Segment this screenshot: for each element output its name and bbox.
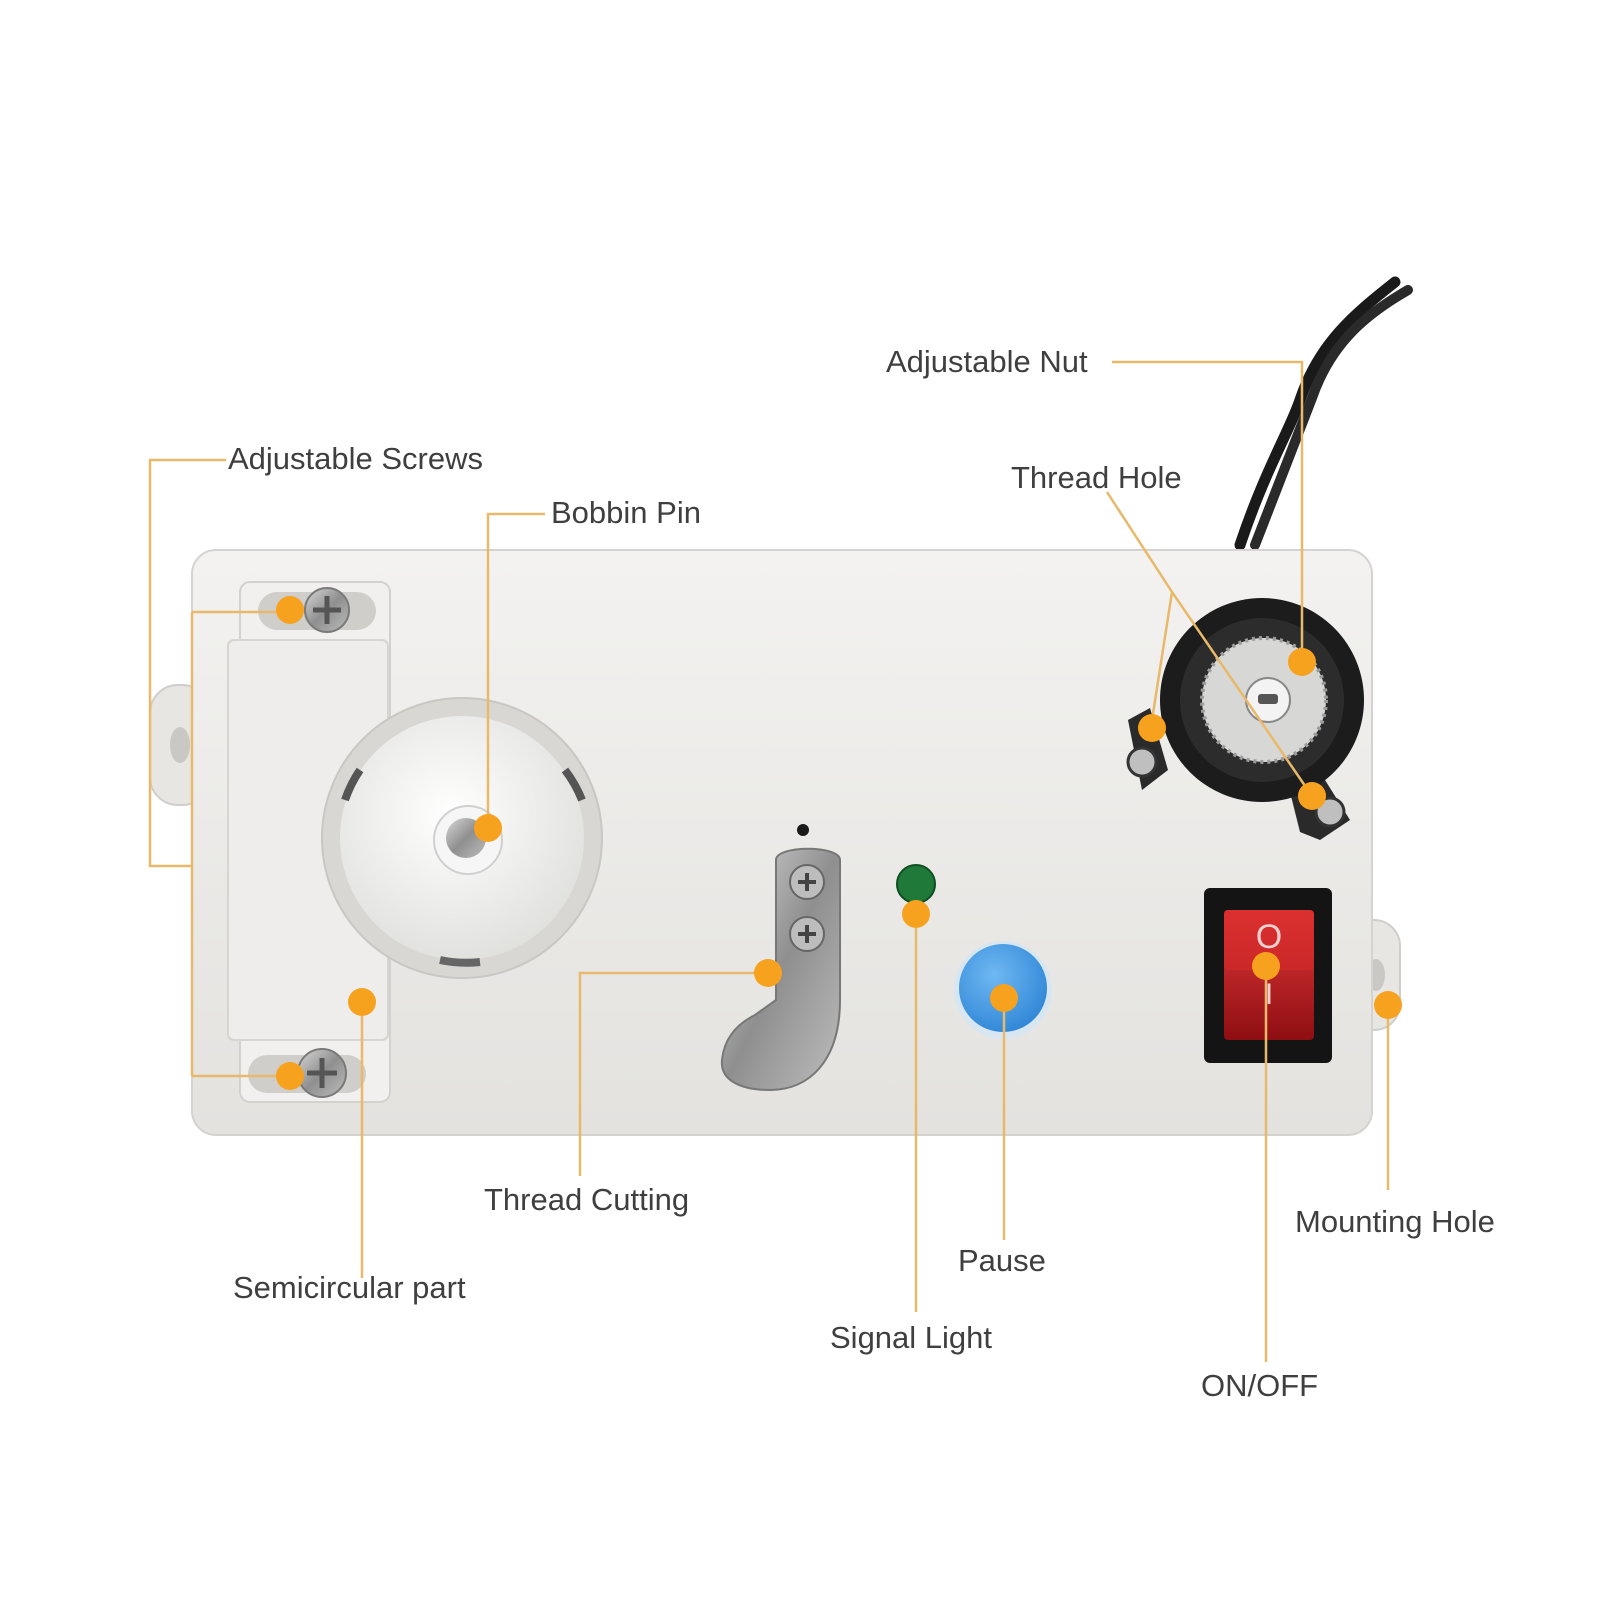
leader-bobbin-pin: [486, 512, 545, 826]
label-adjustable-nut: Adjustable Nut: [886, 344, 1088, 379]
label-thread-hole: Thread Hole: [1011, 460, 1182, 495]
leader-adjustable-screws-branch: [190, 610, 290, 1078]
dot-semicircular-part: [348, 988, 376, 1016]
leader-adjustable-screws: [148, 458, 226, 868]
dot-screw-top: [276, 596, 304, 624]
dot-adjustable-nut: [1288, 648, 1316, 676]
power-cable: [1234, 276, 1413, 551]
leader-thread-hole: [1105, 491, 1314, 797]
label-thread-cutting: Thread Cutting: [484, 1182, 690, 1217]
dot-thread-hole-left: [1138, 714, 1166, 742]
label-signal-light: Signal Light: [830, 1320, 993, 1355]
label-semicircular-part: Semicircular part: [233, 1270, 466, 1305]
label-mounting-hole: Mounting Hole: [1295, 1204, 1495, 1239]
label-pause: Pause: [958, 1243, 1046, 1278]
switch-mark-off: O: [1256, 918, 1282, 956]
signal-light-led: [896, 864, 936, 904]
label-bobbin-pin: Bobbin Pin: [551, 495, 701, 530]
dot-on-off: [1252, 952, 1280, 980]
dot-signal-light: [902, 900, 930, 928]
dot-bobbin-pin: [474, 814, 502, 842]
screw-bottom: [297, 1048, 347, 1098]
leader-adjustable-nut: [1112, 360, 1304, 662]
dot-thread-cutting: [754, 959, 782, 987]
dot-pause: [990, 984, 1018, 1012]
dot-mounting-hole: [1374, 991, 1402, 1019]
label-on-off: ON/OFF: [1201, 1368, 1319, 1403]
dot-screw-bottom: [276, 1062, 304, 1090]
screw-top: [304, 587, 350, 633]
switch-mark-on: I: [1265, 978, 1273, 1011]
semicircular-bracket: [227, 581, 391, 1103]
label-adjustable-screws: Adjustable Screws: [228, 441, 484, 476]
leader-lines: [148, 360, 1390, 1362]
leader-thread-cutting: [578, 971, 768, 1176]
pulley: [321, 697, 603, 979]
callout-dots: [276, 596, 1402, 1090]
dot-thread-hole-right: [1298, 782, 1326, 810]
